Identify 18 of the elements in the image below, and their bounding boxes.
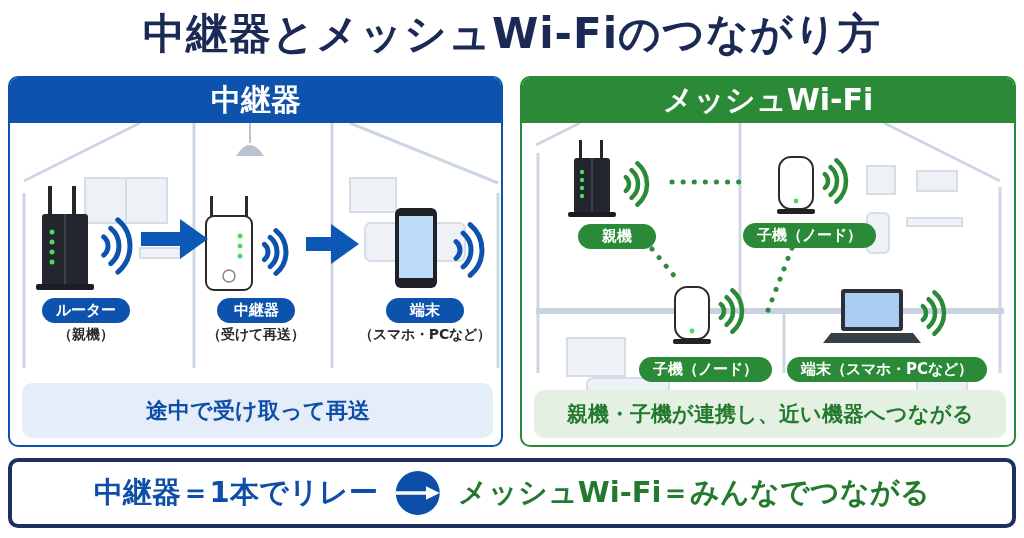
- panel-heading: メッシュWi-Fi: [522, 78, 1014, 123]
- comparison-text: メッシュWi-Fi＝みんなでつながる: [439, 473, 949, 513]
- comparison-text: 中継器＝1本でリレー: [75, 473, 396, 513]
- device-label: 親機: [578, 224, 656, 249]
- summary-banner: 親機・子機が連携し、近い機器へつながる: [534, 390, 1006, 438]
- device-label: 中継器: [217, 298, 295, 323]
- device-label: 端末: [386, 298, 464, 323]
- title: 中継器とメッシュWi-Fiのつながり方: [142, 8, 882, 60]
- device-caption: （スマホ・PCなど）: [358, 326, 492, 344]
- device-label: 端末（スマホ・PCなど）: [787, 357, 987, 382]
- summary-banner: 途中で受け取って再送: [22, 383, 493, 438]
- device-caption: （親機）: [57, 326, 114, 344]
- panel-heading: 中継器: [10, 78, 501, 123]
- device-label: 子機（ノード）: [742, 223, 876, 248]
- device-label: ルーター: [41, 298, 130, 323]
- device-label: 子機（ノード）: [638, 357, 772, 382]
- summary-bar: [8, 458, 1016, 528]
- device-caption: （受けて再送）: [207, 326, 305, 344]
